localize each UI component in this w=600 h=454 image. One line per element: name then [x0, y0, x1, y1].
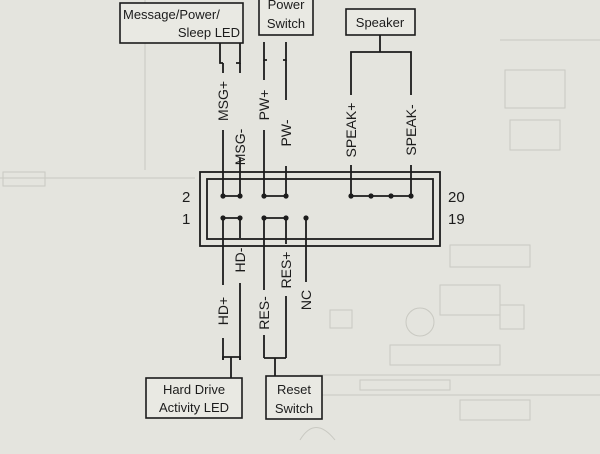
bottom-pin-labels: HD+ HD- RES- RES+ NC [215, 247, 314, 330]
speaker-box-label: Speaker [356, 15, 405, 30]
msg-led-wires [219, 42, 241, 196]
label-res-minus: RES- [256, 296, 272, 330]
label-boxes [119, 0, 416, 420]
pin-number-20: 20 [448, 189, 465, 206]
box-texts: Message/Power/ Sleep LED Power Switch Sp… [123, 0, 405, 416]
background-board-outlines [0, 0, 600, 441]
hdd-led-wires [222, 218, 241, 378]
pin-number-19: 19 [448, 211, 465, 228]
pin-speak-minus [408, 193, 414, 199]
hdd-box-line2: Activity LED [159, 400, 229, 415]
pin-res-minus [261, 215, 267, 221]
label-pw-minus: PW- [278, 119, 294, 146]
msg-box-line2: Sleep LED [178, 25, 240, 40]
reset-box-line1: Reset [277, 382, 311, 397]
pin-numbers: 2 1 20 19 [182, 189, 465, 228]
pin-speak-mid-1 [368, 193, 374, 199]
pin-msg-minus [237, 193, 243, 199]
reset-switch-wires [263, 218, 287, 376]
hdd-box-line1: Hard Drive [163, 382, 225, 397]
label-speak-minus: SPEAK- [403, 104, 419, 156]
power-box-line2: Switch [267, 16, 305, 31]
msg-box-line1: Message/Power/ [123, 7, 220, 22]
box-power-switch [258, 0, 314, 36]
reset-box-line2: Switch [275, 401, 313, 416]
pin-pw-minus [283, 193, 289, 199]
pin-hd-plus [220, 215, 226, 221]
pin-speak-mid-2 [388, 193, 394, 199]
pins [220, 193, 414, 221]
label-res-plus: RES+ [278, 252, 294, 289]
power-switch-wires [263, 42, 287, 196]
top-pin-labels: MSG+ MSG- PW+ PW- SPEAK+ SPEAK- [215, 81, 419, 165]
power-box-line1: Power [268, 0, 306, 12]
speaker-wires [350, 35, 412, 196]
box-msg-power-sleep [119, 2, 244, 44]
pin-msg-plus [220, 193, 226, 199]
pin-speak-plus [348, 193, 354, 199]
pin-res-plus [283, 215, 289, 221]
box-hdd-led [145, 377, 243, 419]
box-speaker [345, 8, 416, 36]
pin-nc [303, 215, 309, 221]
pin-number-1: 1 [182, 211, 190, 228]
pin-header-outline [199, 171, 441, 247]
label-nc: NC [298, 290, 314, 310]
label-msg-plus: MSG+ [215, 81, 231, 121]
pin-pw-plus [261, 193, 267, 199]
label-hd-plus: HD+ [215, 297, 231, 325]
pin-hd-minus [237, 215, 243, 221]
label-msg-minus: MSG- [232, 128, 248, 165]
pin-number-2: 2 [182, 189, 190, 206]
label-hd-minus: HD- [232, 247, 248, 272]
label-pw-plus: PW+ [256, 90, 272, 121]
label-speak-plus: SPEAK+ [343, 103, 359, 158]
box-reset-switch [265, 375, 323, 420]
